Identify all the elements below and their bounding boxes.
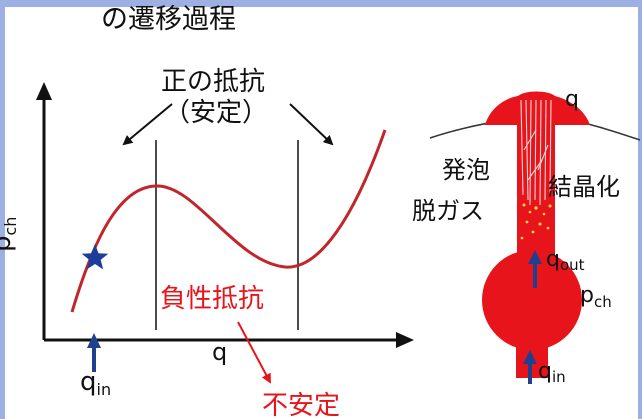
q-in-volcano-main: q (538, 359, 552, 384)
foaming-label: 発泡 (442, 156, 490, 184)
y-axis-label: pch (0, 217, 20, 252)
y-axis-label-main: p (0, 235, 17, 252)
arrow-to-left-region (122, 103, 173, 146)
positive-resistance-label: 正の抵抗 (161, 67, 265, 97)
arrow-to-unstable (237, 321, 271, 384)
conduit-texture (520, 99, 552, 206)
slide-title: の遷移過程 (101, 4, 236, 35)
pressure-flux-curve (70, 129, 387, 313)
unstable-label: 不安定 (262, 391, 340, 419)
current-state-star (81, 244, 109, 270)
q-in-graph-sub: in (97, 380, 112, 399)
magma-chamber (482, 250, 582, 350)
q-in-arrowhead-graph (87, 333, 101, 348)
arrow-to-right-region (289, 103, 334, 146)
q-out-label: qout (546, 247, 585, 274)
degassing-label: 脱ガス (412, 197, 484, 225)
q-in-label-volcano: qin (538, 359, 566, 386)
volcano-q-top-label: q (565, 87, 579, 112)
q-out-main: q (546, 247, 560, 272)
chamber-pressure-label: pch (580, 283, 612, 311)
y-axis-arrowhead (36, 82, 52, 100)
frame-top-border (0, 0, 642, 7)
stable-label: （安定） (164, 98, 268, 128)
chamber-pressure-main: p (580, 283, 594, 308)
q-in-volcano-sub: in (552, 368, 566, 386)
y-axis-label-sub: ch (1, 217, 20, 236)
frame-right-border (638, 0, 642, 419)
q-out-arrowhead (528, 250, 542, 264)
negative-resistance-label: 負性抵抗 (160, 284, 264, 314)
q-in-arrowhead-volcano (523, 350, 537, 364)
q-in-label-graph: qin (80, 367, 111, 399)
chamber-pressure-sub: ch (594, 293, 612, 311)
frame-left-border (0, 0, 5, 419)
crystallization-label: 結晶化 (548, 173, 620, 201)
svg-text:pch: pch (0, 217, 20, 252)
x-axis-label: q (212, 338, 227, 366)
crystal-bubbles (520, 203, 552, 240)
q-in-graph-main: q (80, 367, 97, 397)
x-axis-arrowhead (396, 332, 414, 348)
q-out-sub: out (560, 256, 585, 274)
